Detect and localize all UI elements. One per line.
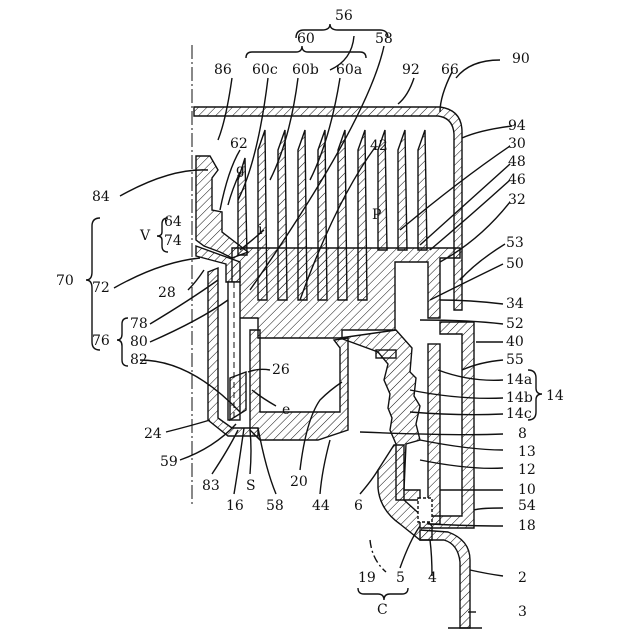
label-60a: 60a [336,62,362,78]
label-e: e [282,402,290,418]
label-82: 82 [130,352,148,368]
label-g: g [236,162,245,178]
label-46: 46 [508,172,526,188]
label-24: 24 [144,426,162,442]
label-64: 64 [164,214,182,230]
label-30: 30 [508,136,526,152]
label-6: 6 [354,498,363,514]
brace-76 [117,318,128,366]
label-78: 78 [130,316,148,332]
label-i: i [258,222,263,238]
label-83: 83 [202,478,220,494]
label-V: V [139,228,151,244]
label-20: 20 [290,474,308,490]
label-60: 60 [297,31,315,47]
label-80: 80 [130,334,148,350]
label-50: 50 [506,256,524,272]
label-58-bottom: 58 [266,498,284,514]
heat-sink-base [232,248,460,338]
label-C: C [377,602,388,618]
label-54: 54 [518,498,536,514]
label-40: 40 [506,334,524,350]
brace-C [358,588,408,600]
label-92: 92 [402,62,420,78]
label-18: 18 [518,518,536,534]
phantom-line-19 [370,540,386,572]
label-52: 52 [506,316,524,332]
label-34: 34 [506,296,524,312]
label-58-top: 58 [375,31,393,47]
label-60c: 60c [252,62,278,78]
label-59: 59 [160,454,178,470]
label-56: 56 [335,8,353,24]
label-86: 86 [214,62,232,78]
label-3: 3 [518,604,527,620]
label-44: 44 [312,498,330,514]
label-2: 2 [518,570,527,586]
label-53: 53 [506,235,524,251]
label-P: P [372,207,381,223]
label-32: 32 [508,192,526,208]
label-42: 42 [370,138,388,154]
label-28: 28 [158,285,176,301]
label-14c: 14c [506,406,532,422]
label-90: 90 [512,51,530,67]
label-62: 62 [230,136,248,152]
label-S: S [246,478,256,494]
label-26: 26 [272,362,290,378]
label-72: 72 [92,280,110,296]
label-84: 84 [92,189,110,205]
label-4: 4 [428,570,437,586]
label-94: 94 [508,118,526,134]
label-19: 19 [358,570,376,586]
label-60b: 60b [292,62,319,78]
label-76: 76 [92,333,110,349]
label-70: 70 [56,273,74,289]
label-14: 14 [546,388,564,404]
label-74: 74 [164,233,182,249]
label-8: 8 [518,426,527,442]
label-66: 66 [441,62,459,78]
label-12: 12 [518,462,536,478]
label-14a: 14a [506,372,532,388]
label-5: 5 [396,570,405,586]
label-48: 48 [508,154,526,170]
label-16: 16 [226,498,244,514]
label-55: 55 [506,352,524,368]
label-13: 13 [518,444,536,460]
label-14b: 14b [506,390,533,406]
label-10: 10 [518,482,536,498]
